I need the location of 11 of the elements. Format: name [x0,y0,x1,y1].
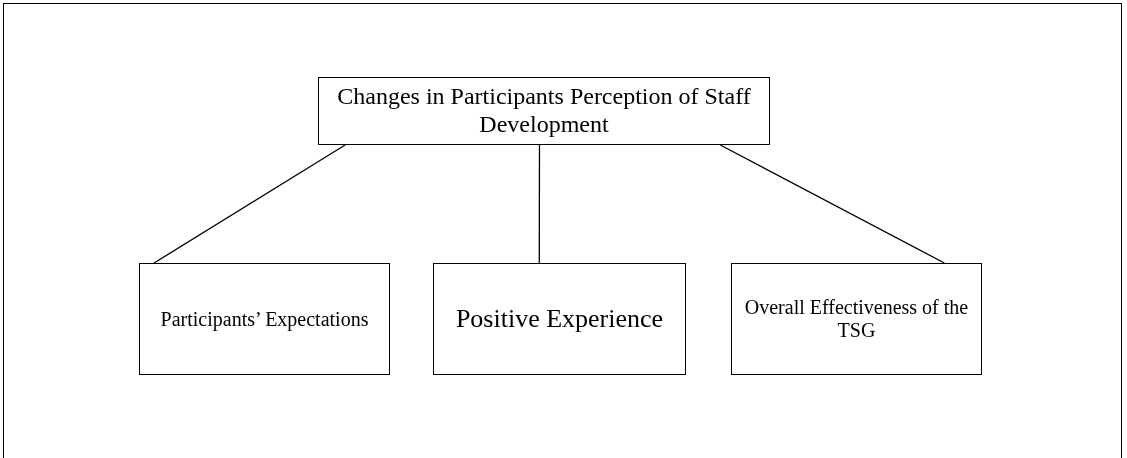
box-label: Positive Experience [455,304,664,334]
text-box [731,263,982,375]
connector-line [153,144,346,264]
text-box [433,263,686,375]
connector-line [538,144,541,264]
text-box [318,77,770,145]
box-label: Changes in Participants Perception of Staff Development [336,83,752,139]
box-label: Participants’ Expectations [160,307,369,331]
text-box [139,263,390,375]
connector-line [719,144,945,264]
box-label: Overall Effectiveness of the TSG [743,296,970,342]
